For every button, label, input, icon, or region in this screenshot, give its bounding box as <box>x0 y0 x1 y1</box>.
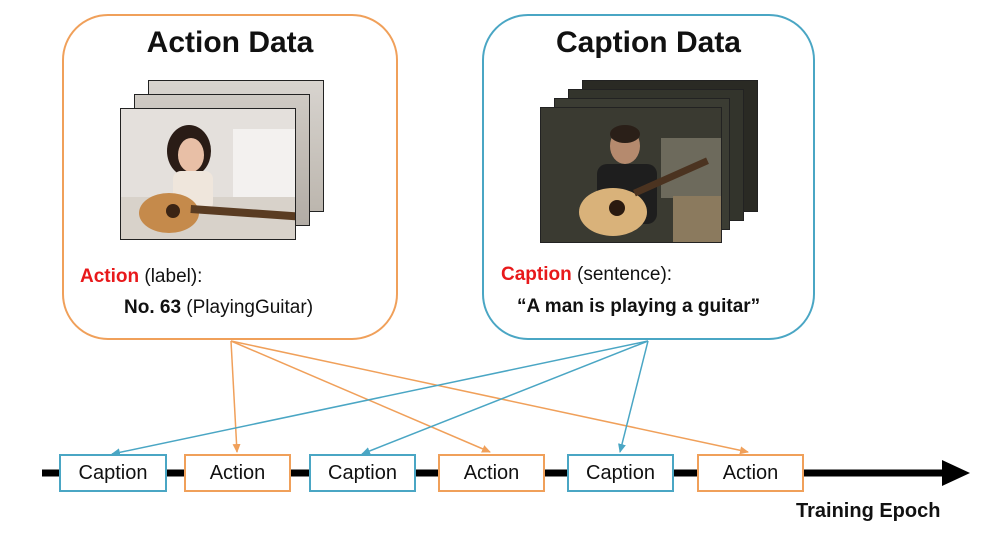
timeline-box-caption-1: Caption <box>59 454 167 492</box>
woman-guitar-image <box>121 109 295 239</box>
caption-label-key: Caption <box>501 264 572 285</box>
training-epoch-label: Training Epoch <box>796 500 941 522</box>
caption-label-rest: (sentence): <box>571 264 673 285</box>
action-panel-title: Action Data <box>146 26 314 59</box>
action-label-rest: (label): <box>139 266 203 287</box>
man-guitar-image <box>541 108 721 242</box>
action-video-frames <box>120 80 330 250</box>
action-value-line: No. 63 (PlayingGuitar) <box>124 297 313 319</box>
caption-panel-title: Caption Data <box>555 26 741 59</box>
timeline-box-caption-3: Caption <box>567 454 674 492</box>
caption-label-line: Caption (sentence): <box>501 264 672 286</box>
action-arrow-1 <box>230 340 241 453</box>
action-label-key: Action <box>80 266 140 287</box>
timeline-box-action-3: Action <box>697 454 804 492</box>
action-label-line: Action (label): <box>80 266 202 288</box>
action-arrow-3 <box>230 340 749 455</box>
caption-arrow-2 <box>361 340 649 455</box>
action-frame-front <box>120 108 296 240</box>
caption-arrow-1 <box>111 340 649 457</box>
caption-frame-front <box>540 107 722 243</box>
action-value-number: No. 63 <box>124 297 182 318</box>
caption-video-frames <box>540 80 770 250</box>
caption-data-panel: Caption Data Caption (sentence): “A man … <box>482 14 815 340</box>
timeline-box-action-2: Action <box>438 454 545 492</box>
action-data-panel: Action Data Action (label): No. 63 (Play… <box>62 14 398 340</box>
caption-arrow-3 <box>618 340 649 453</box>
caption-sentence: “A man is playing a guitar” <box>517 296 761 317</box>
timeline-arrowhead <box>942 460 970 486</box>
action-value-name: (PlayingGuitar) <box>181 297 314 318</box>
timeline-box-action-1: Action <box>184 454 291 492</box>
action-arrow-2 <box>230 340 491 453</box>
timeline-box-caption-2: Caption <box>309 454 416 492</box>
